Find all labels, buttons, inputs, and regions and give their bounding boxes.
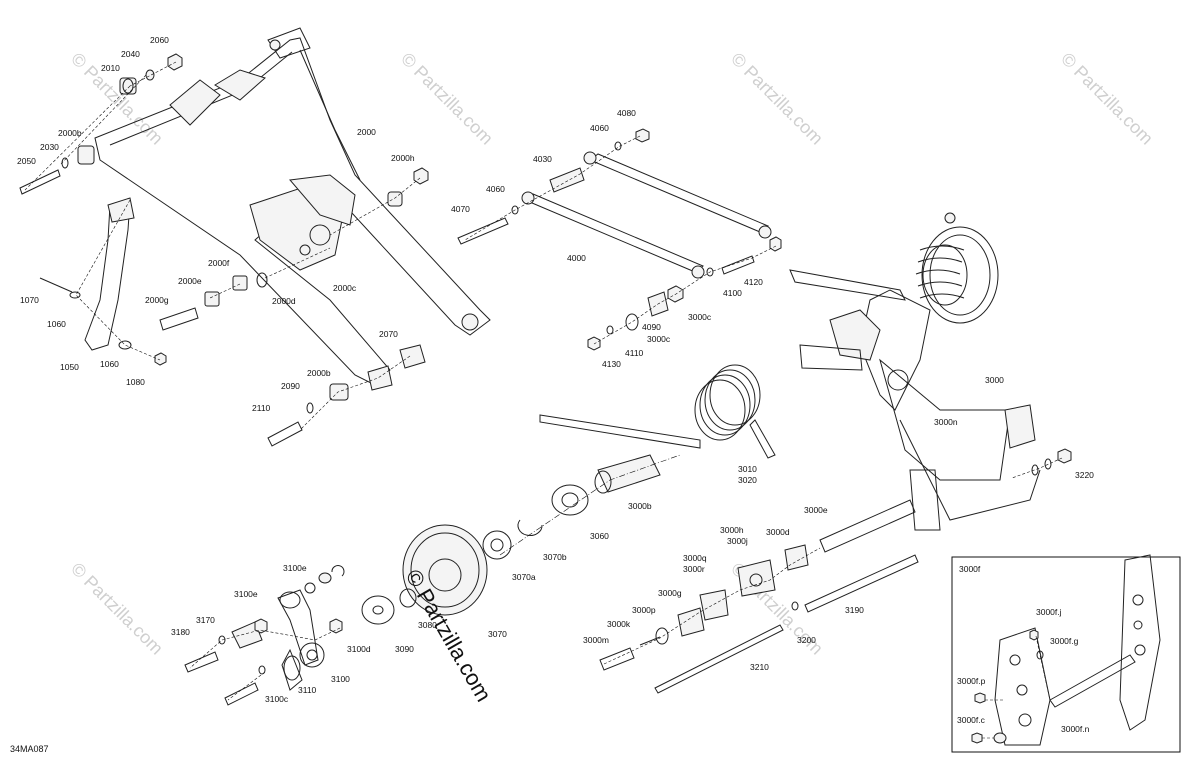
part-label: 3000f.g: [1050, 636, 1079, 646]
part-label: 3000p: [632, 605, 656, 615]
part-label: 3000e: [804, 505, 828, 515]
part-label: 3100e: [283, 563, 307, 573]
part-label: 2000g: [145, 295, 169, 305]
pivot-arm-assembly: [184, 565, 345, 706]
part-label: 2110: [252, 403, 271, 413]
rear-arm-assembly: [361, 212, 1072, 694]
watermark: © Partzilla.com: [1057, 49, 1157, 149]
part-label: 3190: [845, 605, 864, 615]
part-label: 4060: [590, 123, 609, 133]
sheet-id: 34MA087: [10, 744, 49, 754]
part-label: 2000: [357, 127, 376, 137]
part-label: 2000f: [208, 258, 230, 268]
part-label: 3070b: [543, 552, 567, 562]
part-label: 3000f.j: [1036, 607, 1062, 617]
part-label: 3000: [985, 375, 1004, 385]
watermark: © Partzilla.com: [727, 49, 827, 149]
part-label: 3000g: [658, 588, 682, 598]
front-arm-assembly: [19, 27, 491, 447]
part-label: 4030: [533, 154, 552, 164]
part-label: 1080: [126, 377, 145, 387]
part-label: 3100d: [347, 644, 371, 654]
part-label: 2050: [17, 156, 36, 166]
part-label: 2000b: [307, 368, 331, 378]
part-label: 3000h: [720, 525, 744, 535]
part-label: 2030: [40, 142, 59, 152]
part-label: 3000q: [683, 553, 707, 563]
part-label: 4120: [744, 277, 763, 287]
part-label: 3170: [196, 615, 215, 625]
link-rod-assembly: [457, 128, 782, 351]
watermark: © Partzilla.com: [67, 559, 167, 659]
part-label: 3100: [331, 674, 350, 684]
part-label: 4060: [486, 184, 505, 194]
watermark: © Partzilla.com: [397, 49, 497, 149]
part-label: 1050: [60, 362, 79, 372]
part-label: 3010: [738, 464, 757, 474]
part-label: 3070: [488, 629, 507, 639]
part-label: 3070a: [512, 572, 536, 582]
part-label: 3000n: [934, 417, 958, 427]
part-label: 3000m: [583, 635, 609, 645]
part-label: 4000: [567, 253, 586, 263]
part-label: 2000h: [391, 153, 415, 163]
part-label: 3000k: [607, 619, 631, 629]
part-label: 4110: [625, 348, 644, 358]
part-label: 2000c: [333, 283, 357, 293]
part-label: 1060: [47, 319, 66, 329]
inset-title: 3000f: [959, 564, 981, 574]
part-label: 3000c: [647, 334, 671, 344]
part-label: 3110: [298, 685, 317, 695]
part-label: 4090: [642, 322, 661, 332]
part-label: 3000j: [727, 536, 748, 546]
part-label: 3000f.n: [1061, 724, 1090, 734]
part-label: 3090: [395, 644, 414, 654]
part-label: 3000f.p: [957, 676, 986, 686]
part-label: 3210: [750, 662, 769, 672]
part-label: 4100: [723, 288, 742, 298]
part-label: 2040: [121, 49, 140, 59]
part-label: 3000f.c: [957, 715, 986, 725]
part-label: 3000r: [683, 564, 705, 574]
part-label: 3180: [171, 627, 190, 637]
part-label: 3060: [590, 531, 609, 541]
part-label: 2000e: [178, 276, 202, 286]
part-label: 4080: [617, 108, 636, 118]
part-label: 3100c: [265, 694, 289, 704]
part-label: 3220: [1075, 470, 1094, 480]
part-label: 1070: [20, 295, 39, 305]
part-label: 2060: [150, 35, 169, 45]
part-label: 1060: [100, 359, 119, 369]
part-label: 3200: [797, 635, 816, 645]
part-label: 3020: [738, 475, 757, 485]
part-label: 2000b: [58, 128, 82, 138]
part-label: 3000d: [766, 527, 790, 537]
part-label: 2090: [281, 381, 300, 391]
part-label: 3080: [418, 620, 437, 630]
part-label: 3000b: [628, 501, 652, 511]
part-label: 4130: [602, 359, 621, 369]
part-label: 3100e: [234, 589, 258, 599]
part-label: 2000d: [272, 296, 296, 306]
part-labels: 2060 2040 2010 2000b 2030 2050 2000 2000…: [17, 35, 1094, 734]
part-label: 2010: [101, 63, 120, 73]
inset-3000f: [951, 554, 1181, 753]
part-label: 3000c: [688, 312, 712, 322]
part-label: 2070: [379, 329, 398, 339]
part-label: 4070: [451, 204, 470, 214]
